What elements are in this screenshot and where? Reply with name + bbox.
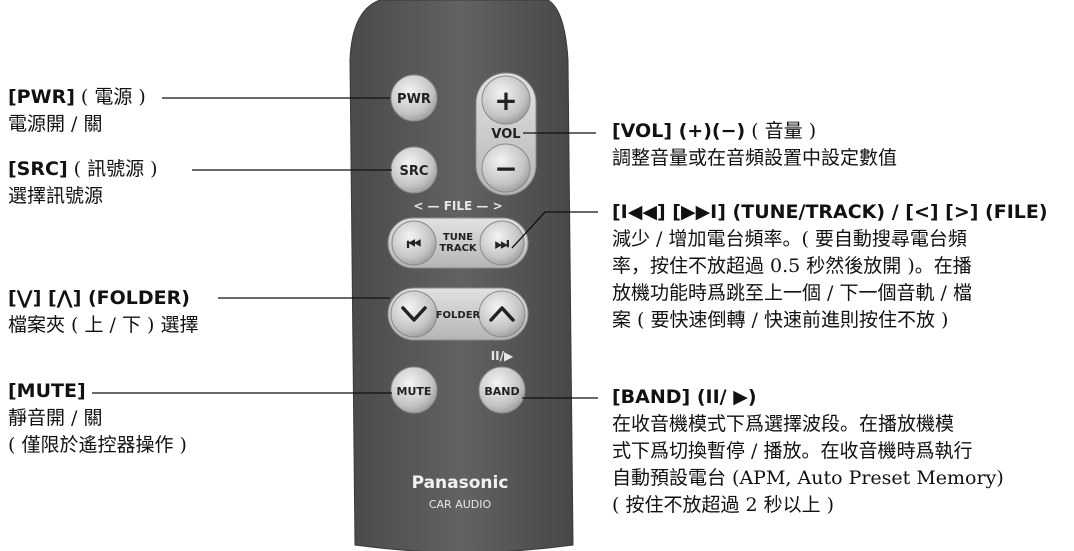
label-vol-title: [VOL] (+)(−) [612, 120, 746, 142]
folder-text: FOLDER [436, 310, 481, 321]
label-src-paren: ( 訊號源 ) [67, 158, 158, 180]
brand-subtext: CAR AUDIO [429, 498, 492, 511]
brand-logo: Panasonic [412, 473, 509, 493]
label-mute-desc-2: ( 僅限於遙控器操作 ) [8, 434, 187, 456]
prev-icon: ⏮ [407, 234, 421, 253]
vol-plus-button[interactable] [481, 75, 531, 125]
pwr-text: PWR [397, 92, 431, 107]
folder-up-icon [489, 306, 515, 322]
vol-minus-button[interactable] [481, 143, 531, 193]
label-mute-desc-1: 靜音開 / 關 [8, 407, 103, 429]
label-pwr-title: [PWR] [8, 86, 75, 108]
label-tune-title: [I◀◀] [▶▶I] (TUNE/TRACK) / [<] [>] (FILE… [612, 201, 1048, 223]
label-tune-desc-4: 案 ( 要快速倒轉 / 快速前進則按住不放 ) [612, 309, 949, 331]
mute-button[interactable] [390, 366, 438, 414]
pwr-button[interactable] [390, 74, 438, 122]
mute-text: MUTE [397, 385, 432, 398]
folder-up-button[interactable] [478, 290, 526, 338]
label-src-desc: 選擇訊號源 [8, 185, 104, 207]
label-band-title: [BAND] (II/ ▶) [612, 386, 757, 408]
label-tune-desc-2: 率，按住不放超過 0.5 秒然後放開 )。在播 [612, 255, 972, 277]
label-folder-desc: 檔案夾 ( 上 / 下 ) 選擇 [8, 314, 199, 336]
label-pwr-desc: 電源開 / 關 [8, 113, 103, 135]
remote-body [349, 0, 574, 551]
src-text: SRC [400, 164, 429, 179]
label-src: [SRC] ( 訊號源 ) 選擇訊號源 [8, 156, 158, 210]
file-text: < — FILE — > [413, 199, 502, 213]
label-tune-desc-3: 放機功能時爲跳至上一個 / 下一個音軌 / 檔 [612, 282, 972, 304]
band-button[interactable] [478, 366, 526, 414]
pause-play-text: II/▶ [491, 349, 514, 363]
label-band-desc-1: 在收音機模式下爲選擇波段。在播放機模 [612, 413, 955, 435]
label-tune-desc-1: 減少 / 增加電台頻率。( 要自動搜尋電台頻 [612, 228, 967, 250]
prev-button[interactable] [391, 220, 437, 266]
label-band-desc-4: ( 按住不放超過 2 秒以上 ) [612, 494, 835, 516]
vol-text: VOL [491, 127, 520, 142]
label-vol-desc: 調整音量或在音頻設置中設定數值 [612, 147, 898, 169]
label-src-title: [SRC] [8, 158, 68, 180]
label-vol-paren: ( 音量 ) [745, 120, 817, 142]
label-band-desc-2: 式下爲切換暫停 / 播放。在收音機時爲執行 [612, 440, 973, 462]
label-band: [BAND] (II/ ▶) 在收音機模式下爲選擇波段。在播放機模 式下爲切換暫… [612, 384, 1004, 519]
label-mute: [MUTE] 靜音開 / 關 ( 僅限於遙控器操作 ) [8, 378, 187, 459]
next-icon: ⏭ [495, 234, 510, 253]
tune-text-1: TUNE [443, 232, 473, 243]
next-button[interactable] [479, 220, 525, 266]
tune-text-2: TRACK [439, 243, 478, 254]
band-text: BAND [484, 385, 519, 398]
folder-down-button[interactable] [390, 290, 438, 338]
vol-minus-text: − [494, 152, 517, 185]
label-tune: [I◀◀] [▶▶I] (TUNE/TRACK) / [<] [>] (FILE… [612, 199, 1048, 334]
label-mute-title: [MUTE] [8, 380, 86, 402]
leader-tune [511, 211, 598, 249]
label-vol: [VOL] (+)(−) ( 音量 ) 調整音量或在音頻設置中設定數值 [612, 118, 897, 172]
label-folder-title: [⋁] [⋀] (FOLDER) [8, 287, 190, 309]
vol-plus-text: + [494, 84, 517, 117]
folder-down-icon [401, 306, 427, 322]
label-pwr: [PWR] ( 電源 ) 電源開 / 關 [8, 84, 146, 138]
label-folder: [⋁] [⋀] (FOLDER) 檔案夾 ( 上 / 下 ) 選擇 [8, 285, 198, 339]
label-pwr-paren: ( 電源 ) [74, 86, 146, 108]
label-band-desc-3: 自動預設電台 (APM, Auto Preset Memory) [612, 467, 1004, 489]
